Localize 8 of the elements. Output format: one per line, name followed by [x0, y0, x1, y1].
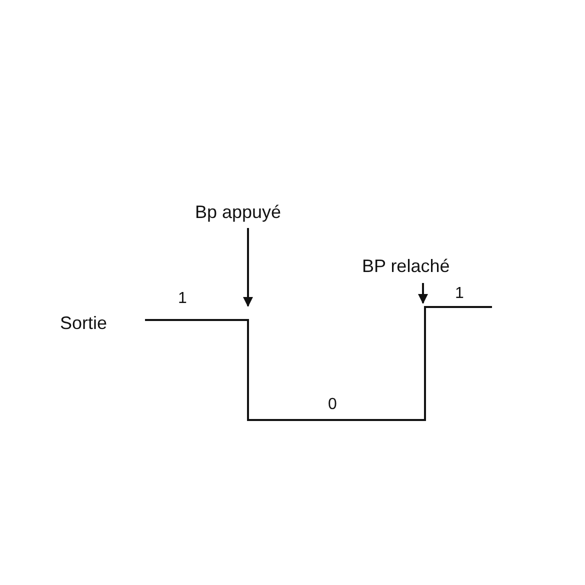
logic-level: 1 — [178, 291, 187, 307]
signal-name: Sortie — [60, 314, 108, 332]
arrow — [418, 283, 428, 304]
event-label: Bp appuyé — [195, 203, 282, 221]
logic-level: 0 — [328, 397, 337, 413]
logic-level: 1 — [455, 286, 464, 302]
arrow — [243, 228, 253, 307]
event-label: BP relaché — [362, 257, 450, 275]
